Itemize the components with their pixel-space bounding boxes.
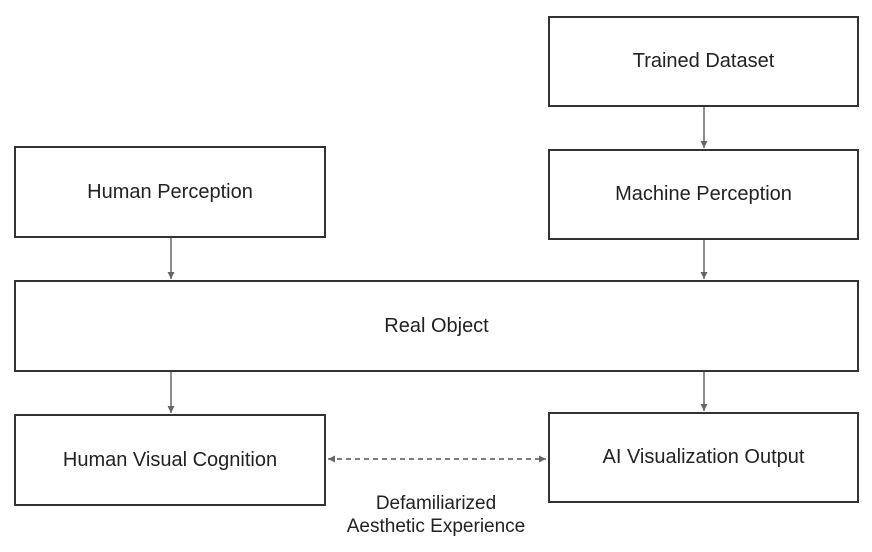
edge-label-line2: Aesthetic Experience xyxy=(346,516,526,537)
node-label: Machine Perception xyxy=(615,183,792,205)
node-human-perception: Human Perception xyxy=(14,146,326,238)
node-machine-perception: Machine Perception xyxy=(548,149,859,240)
edge-label-line1: Defamiliarized xyxy=(375,493,497,514)
node-trained-dataset: Trained Dataset xyxy=(548,16,859,107)
node-label: Human Perception xyxy=(87,180,253,203)
node-label: Trained Dataset xyxy=(632,50,775,72)
node-label: Human Visual Cognition xyxy=(62,448,278,471)
node-label: Real Object xyxy=(384,314,489,337)
node-label: AI Visualization Output xyxy=(602,446,805,468)
node-human-visual-cognition: Human Visual Cognition xyxy=(14,414,326,506)
edge-label: Defamiliarized Aesthetic Experience xyxy=(300,492,572,538)
node-ai-visualization-output: AI Visualization Output xyxy=(548,412,859,503)
node-real-object: Real Object xyxy=(14,280,859,372)
